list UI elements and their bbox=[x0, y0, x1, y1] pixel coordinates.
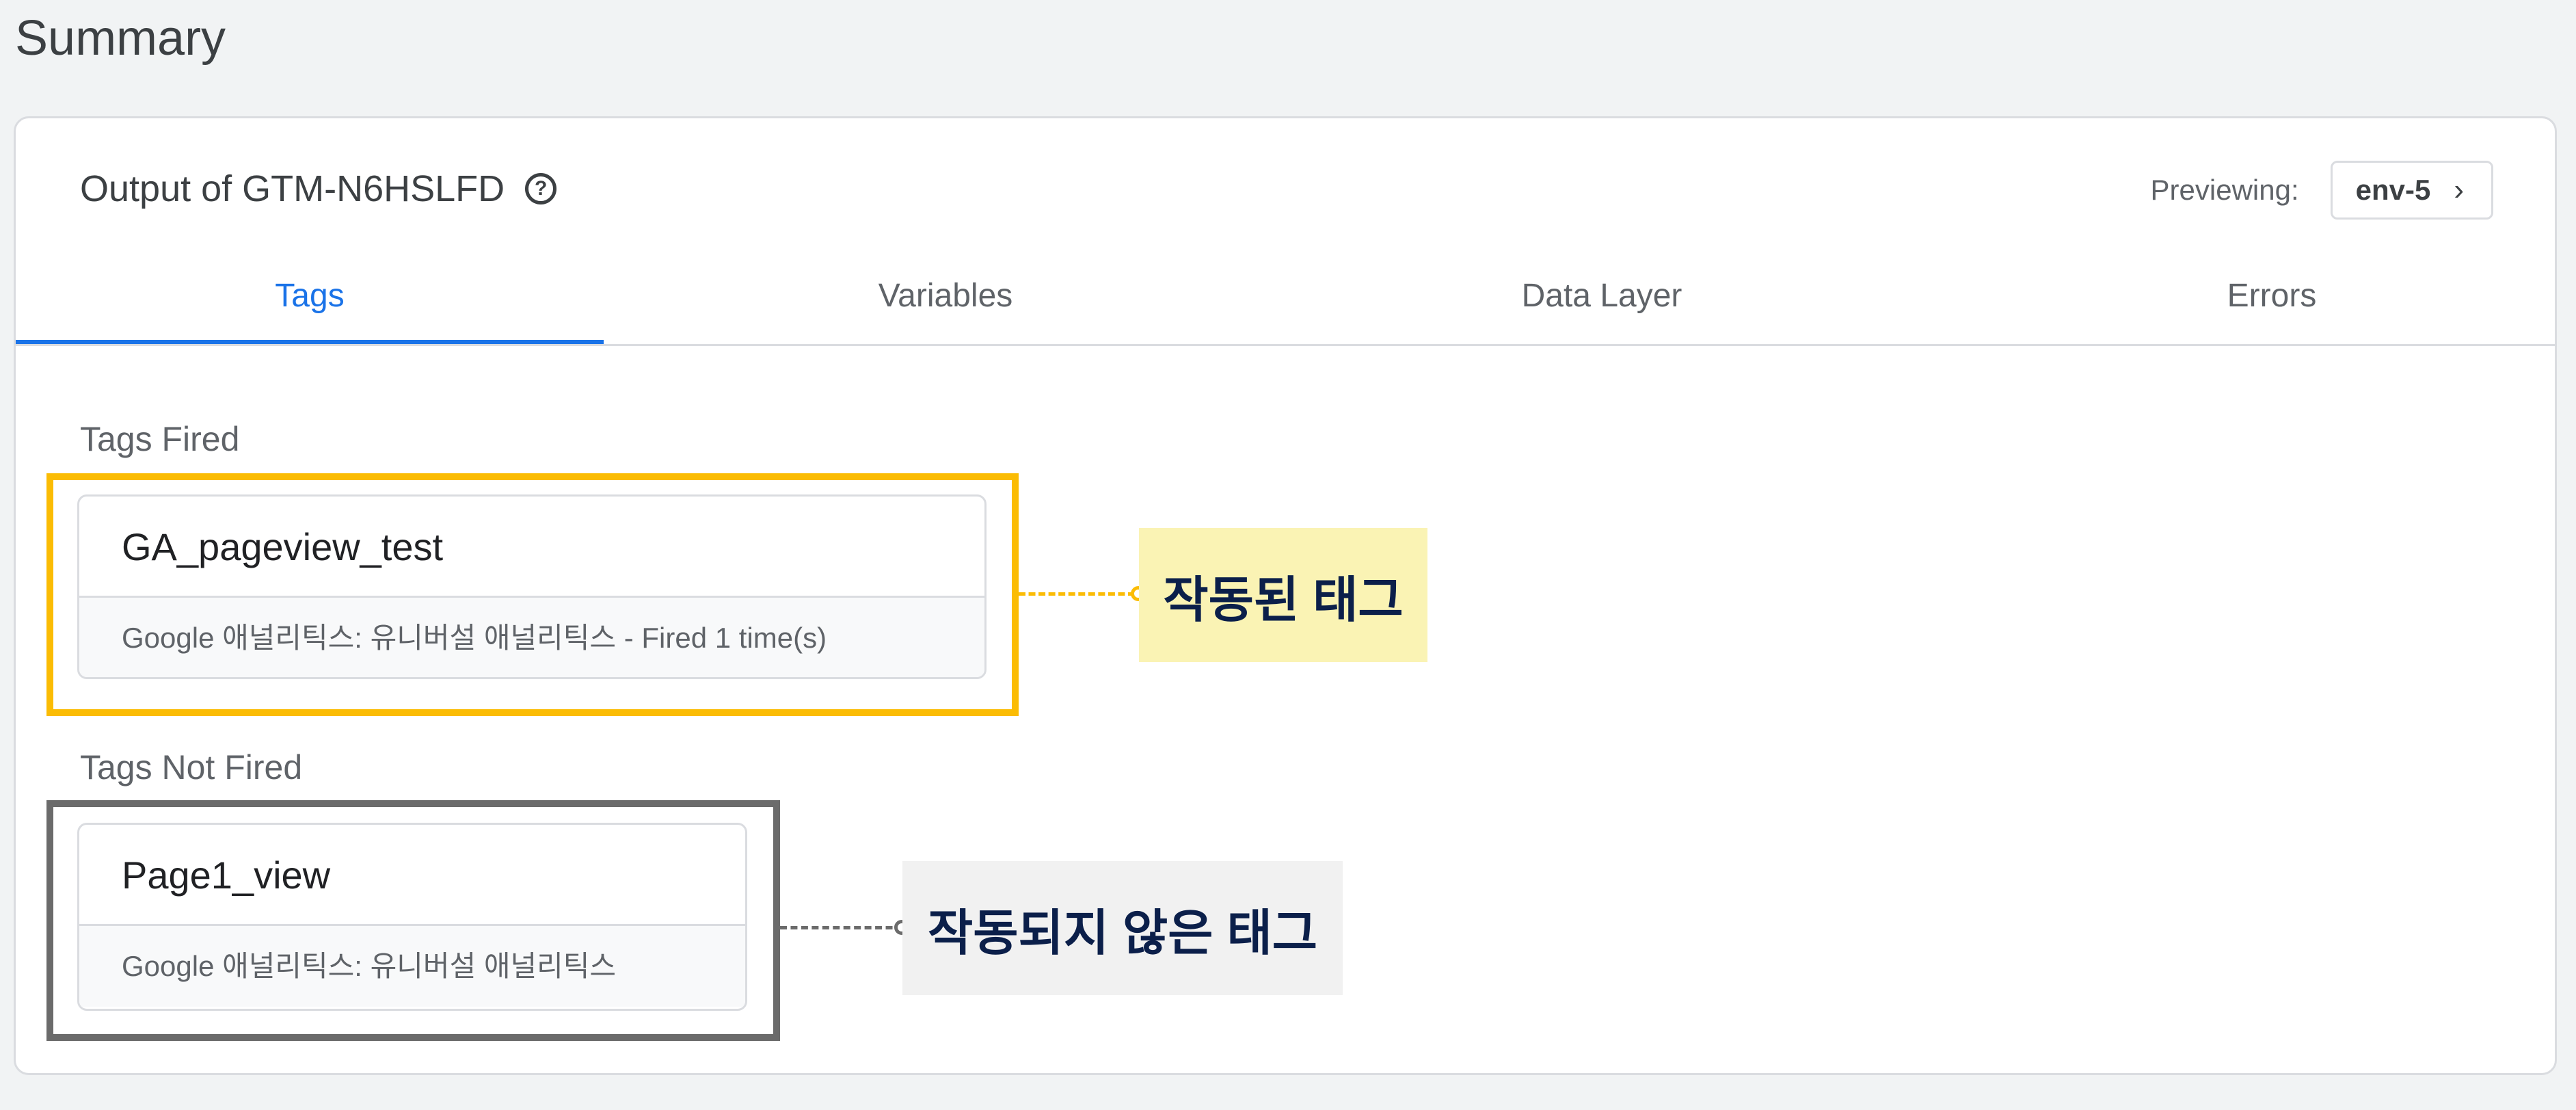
output-header: Output of GTM-N6HSLFD ? bbox=[80, 166, 557, 211]
tab-tags[interactable]: Tags bbox=[16, 248, 604, 344]
tag-meta: Google 애널리틱스: 유니버설 애널리틱스 - Fired 1 time(… bbox=[79, 598, 984, 677]
tab-errors[interactable]: Errors bbox=[2227, 278, 2317, 314]
tab-bar: Tags Variables Data Layer Errors bbox=[16, 248, 2555, 346]
fired-connector bbox=[1019, 592, 1135, 596]
output-title: Output of GTM-N6HSLFD bbox=[80, 168, 505, 209]
page-title: Summary bbox=[15, 11, 226, 66]
previewing-label: Previewing: bbox=[2150, 174, 2299, 206]
not-fired-connector bbox=[780, 926, 903, 929]
not-fired-highlight-box bbox=[46, 800, 780, 1041]
tag-card-fired[interactable]: GA_pageview_test Google 애널리틱스: 유니버설 애널리틱… bbox=[77, 494, 987, 679]
fired-callout: 작동된 태그 bbox=[1139, 528, 1427, 662]
chevron-right-icon: › bbox=[2454, 173, 2464, 207]
help-icon[interactable]: ? bbox=[525, 173, 557, 204]
tag-name: Page1_view bbox=[79, 825, 745, 926]
tags-fired-label: Tags Fired bbox=[80, 420, 240, 458]
fired-highlight-box bbox=[46, 473, 1019, 716]
previewing-group: Previewing: env-5 › bbox=[2151, 161, 2493, 220]
tag-meta: Google 애널리틱스: 유니버설 애널리틱스 bbox=[79, 926, 745, 1007]
tab-data-layer[interactable]: Data Layer bbox=[1521, 278, 1682, 314]
not-fired-callout: 작동되지 않은 태그 bbox=[902, 861, 1343, 995]
tags-not-fired-label: Tags Not Fired bbox=[80, 748, 303, 787]
tag-name: GA_pageview_test bbox=[79, 497, 984, 598]
environment-button[interactable]: env-5 › bbox=[2330, 161, 2493, 220]
tab-variables[interactable]: Variables bbox=[878, 278, 1013, 314]
environment-name: env-5 bbox=[2355, 174, 2431, 206]
tag-card-not-fired[interactable]: Page1_view Google 애널리틱스: 유니버설 애널리틱스 bbox=[77, 823, 747, 1011]
